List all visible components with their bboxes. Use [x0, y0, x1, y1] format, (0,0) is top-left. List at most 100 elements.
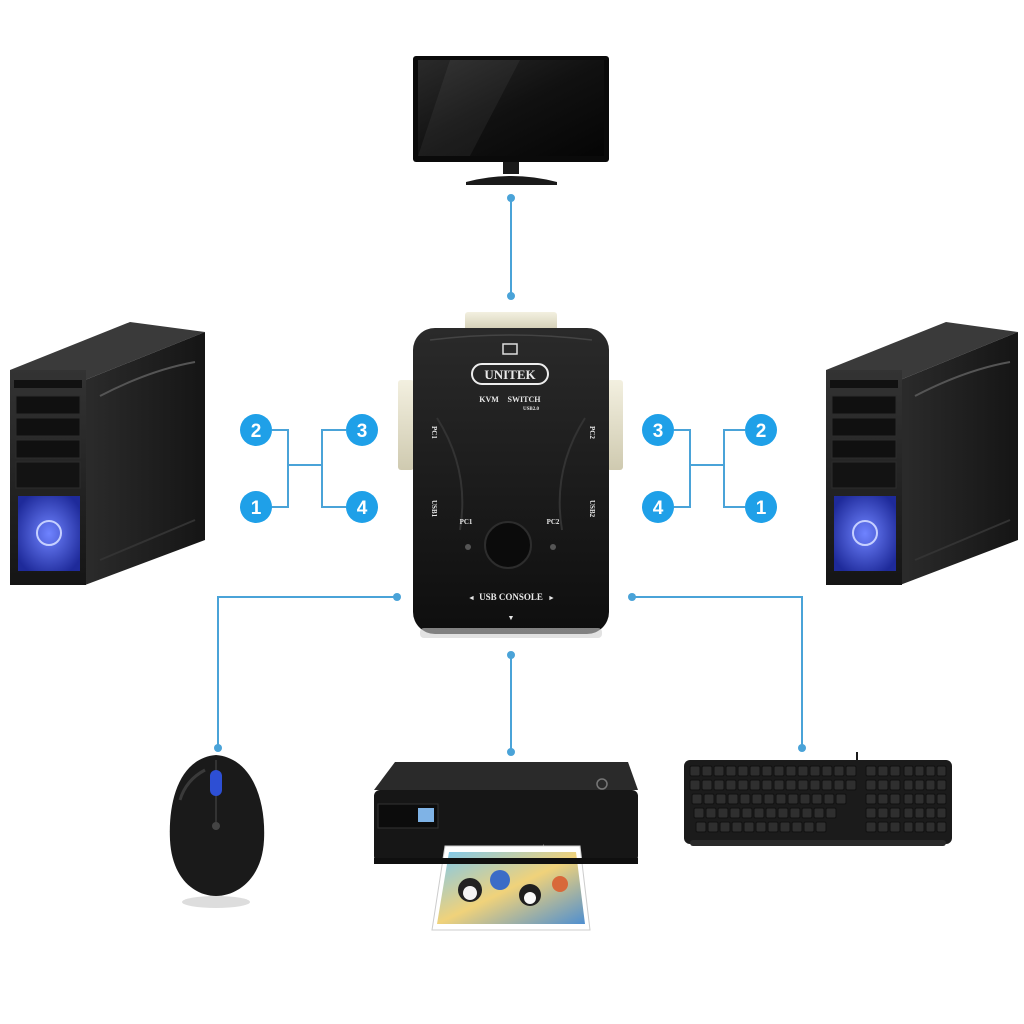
keyboard-key	[890, 780, 900, 790]
led-pc2	[550, 544, 556, 550]
port-pc2-label: PC2	[588, 426, 596, 439]
keyboard-key	[720, 822, 730, 832]
keyboard-key	[774, 780, 784, 790]
usb2-label: USB2	[588, 500, 596, 518]
keyboard-key	[822, 780, 832, 790]
right-bracket-a	[674, 430, 690, 507]
badge: 3	[642, 414, 674, 446]
keyboard-key	[798, 780, 808, 790]
pc-tower-right	[826, 322, 1018, 585]
keyboard-key	[890, 794, 900, 804]
console-arrow-right: ►	[548, 594, 555, 602]
keyboard-key	[846, 780, 856, 790]
keyboard-key	[756, 822, 766, 832]
case-fan-light	[834, 496, 896, 571]
keyboard-key	[937, 766, 946, 776]
right-bracket-b	[724, 430, 745, 507]
pc-tower-left	[10, 322, 205, 585]
dot	[507, 748, 515, 756]
keyboard-key	[926, 780, 935, 790]
keyboard-key	[836, 794, 846, 804]
keyboard-key	[937, 822, 946, 832]
monitor-icon	[413, 56, 609, 185]
keyboard-key	[798, 766, 808, 776]
keyboard-key	[834, 766, 844, 776]
keyboard-key	[714, 766, 724, 776]
keyboard-key	[826, 808, 836, 818]
led-pc2-label: PC2	[547, 518, 560, 526]
keyboard-key	[792, 822, 802, 832]
keyboard-key	[786, 766, 796, 776]
keyboard-key	[762, 780, 772, 790]
badge-label: 3	[653, 421, 664, 442]
keyboard-key	[714, 780, 724, 790]
keyboard-key	[702, 766, 712, 776]
keyboard-key	[690, 766, 700, 776]
keyboard-keys	[690, 766, 946, 832]
vga-connector-right	[607, 380, 623, 470]
keyboard-key	[822, 766, 832, 776]
keyboard-key	[732, 822, 742, 832]
badge-label: 4	[653, 498, 664, 519]
keyboard-key	[866, 780, 876, 790]
keyboard-key	[750, 766, 760, 776]
keyboard-key	[790, 808, 800, 818]
left-number-badges: 2 1 3 4	[240, 414, 378, 523]
keyboard-key	[937, 794, 946, 804]
keyboard-key	[904, 780, 913, 790]
keyboard-key	[738, 766, 748, 776]
keyboard-key	[702, 780, 712, 790]
keyboard-icon	[684, 752, 952, 846]
keyboard-key	[878, 780, 888, 790]
keyboard-key	[878, 822, 888, 832]
keyboard-key	[786, 780, 796, 790]
badge-label: 3	[357, 421, 368, 442]
dot	[214, 744, 222, 752]
keyboard-key	[926, 822, 935, 832]
usb1-label: USB1	[430, 500, 438, 518]
led-pc1	[465, 544, 471, 550]
keyboard-key	[708, 822, 718, 832]
led-pc1-label: PC1	[460, 518, 473, 526]
keyboard-key	[890, 766, 900, 776]
keyboard-key	[706, 808, 716, 818]
keyboard-key	[866, 766, 876, 776]
switch-button	[485, 522, 531, 568]
keyboard-key	[728, 794, 738, 804]
badge: 3	[346, 414, 378, 446]
keyboard-key	[692, 794, 702, 804]
badge: 1	[240, 491, 272, 523]
mouse-connector-line	[218, 597, 397, 748]
keyboard-key	[716, 794, 726, 804]
keyboard-key	[904, 766, 913, 776]
keyboard-key	[816, 822, 826, 832]
keyboard-key	[810, 766, 820, 776]
console-arrow-down: ▼	[508, 614, 515, 622]
keyboard-key	[802, 808, 812, 818]
keyboard-key	[804, 822, 814, 832]
keyboard-key	[915, 808, 924, 818]
dot	[393, 593, 401, 601]
keyboard-key	[766, 808, 776, 818]
dot	[628, 593, 636, 601]
badge: 1	[745, 491, 777, 523]
keyboard-key	[915, 766, 924, 776]
keyboard-key	[866, 808, 876, 818]
keyboard-key	[915, 780, 924, 790]
keyboard-key	[866, 794, 876, 804]
keyboard-key	[754, 808, 764, 818]
dot	[507, 651, 515, 659]
keyboard-key	[752, 794, 762, 804]
keyboard-key	[780, 822, 790, 832]
console-label: USB CONSOLE	[479, 592, 543, 602]
keyboard-key	[890, 808, 900, 818]
badge-label: 4	[357, 498, 368, 519]
keyboard-key	[738, 780, 748, 790]
mouse-icon	[170, 755, 264, 908]
badge: 2	[240, 414, 272, 446]
keyboard-key	[812, 794, 822, 804]
dot	[798, 744, 806, 752]
keyboard-key	[762, 766, 772, 776]
keyboard-key	[926, 808, 935, 818]
